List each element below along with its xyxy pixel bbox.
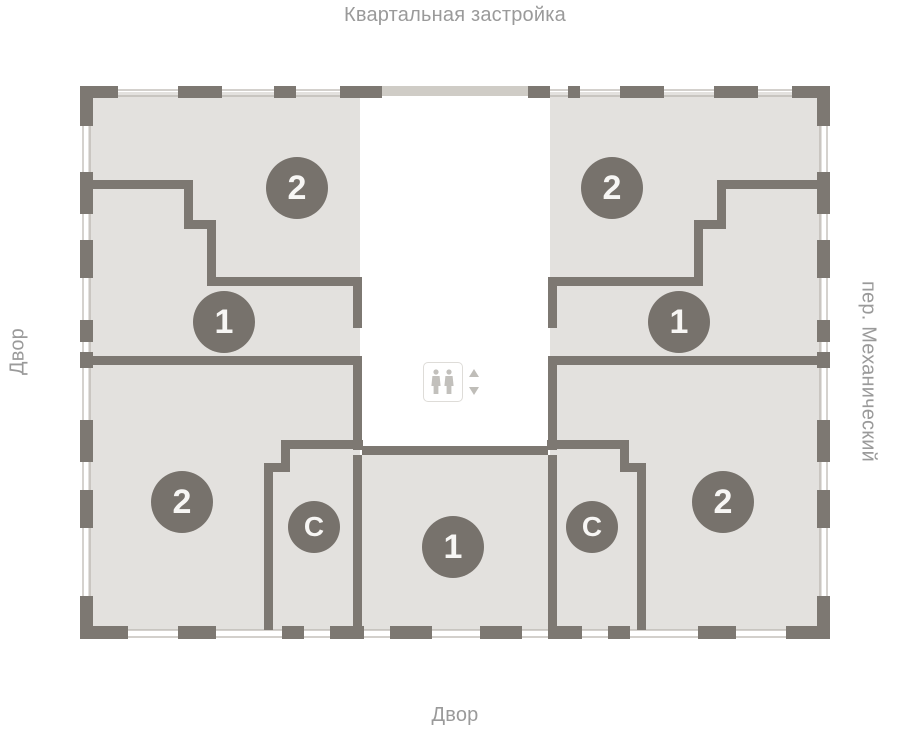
unit-marker-с[interactable]: С [288, 501, 340, 553]
unit-marker-1[interactable]: 1 [193, 291, 255, 353]
unit-marker-label: 2 [602, 169, 622, 207]
outer-wall-left [80, 86, 93, 639]
unit-marker-2[interactable]: 2 [266, 157, 328, 219]
unit-marker-label: С [581, 511, 603, 542]
elevator-icon [423, 362, 463, 402]
unit-marker-label: 1 [214, 303, 234, 341]
core-walls [362, 446, 548, 455]
outer-wall-bottom [84, 626, 826, 639]
interior-walls-bottom-left [264, 408, 363, 630]
unit-marker-1[interactable]: 1 [648, 291, 710, 353]
unit-marker-1[interactable]: 1 [422, 516, 484, 578]
outer-wall-top [84, 86, 826, 98]
unit-marker-label: 2 [172, 483, 192, 521]
unit-marker-label: 2 [713, 483, 733, 521]
interior-walls-bottom-right [547, 408, 646, 630]
interior-walls-top-left [88, 180, 362, 408]
label-quarter-development: Квартальная застройка [344, 4, 566, 26]
unit-marker-2[interactable]: 2 [692, 471, 754, 533]
unit-marker-2[interactable]: 2 [581, 157, 643, 219]
unit-marker-label: 1 [669, 303, 689, 341]
unit-marker-с[interactable]: С [566, 501, 618, 553]
unit-marker-label: 2 [287, 169, 307, 207]
interior-walls-top-right [548, 180, 822, 408]
unit-marker-2[interactable]: 2 [151, 471, 213, 533]
unit-marker-label: 1 [443, 528, 463, 566]
elevator-direction-arrows [469, 369, 479, 395]
outer-wall-right [817, 86, 830, 639]
unit-marker-label: С [303, 511, 325, 542]
label-yard-bottom: Двор [431, 704, 479, 726]
